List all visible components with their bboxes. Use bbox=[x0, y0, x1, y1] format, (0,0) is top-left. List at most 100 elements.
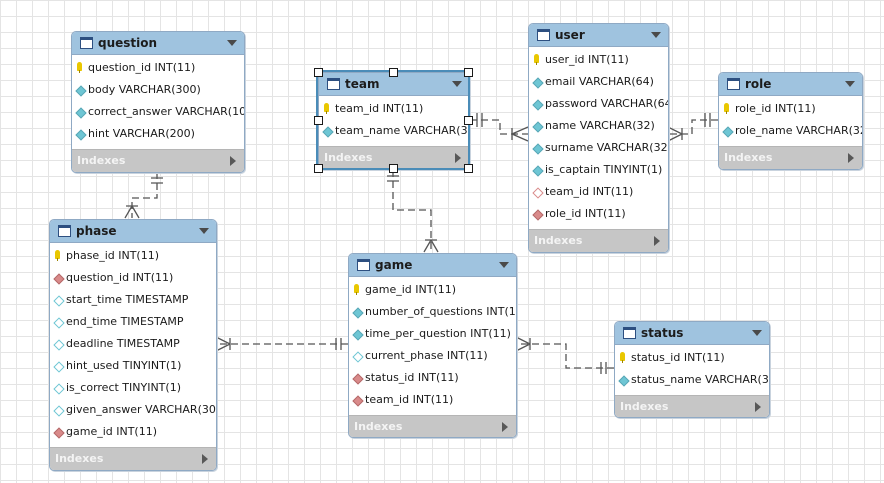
column-row[interactable]: hint_used TINYINT(1) bbox=[50, 355, 216, 377]
many-mark-game-phase bbox=[215, 336, 231, 352]
many-mark-team-game bbox=[423, 239, 439, 253]
column-row[interactable]: deadline TIMESTAMP bbox=[50, 333, 216, 355]
resize-handle[interactable] bbox=[464, 68, 473, 77]
resize-handle[interactable] bbox=[314, 68, 323, 77]
table-footer bbox=[72, 172, 244, 173]
table-header[interactable]: question bbox=[72, 32, 244, 55]
many-mark-status-game bbox=[515, 336, 531, 352]
column-row[interactable]: is_captain TINYINT(1) bbox=[529, 159, 668, 181]
table-game[interactable]: game game_id INT(11) number_of_questions… bbox=[348, 253, 517, 438]
rel-status-game[interactable] bbox=[516, 343, 614, 369]
column-row[interactable]: user_id INT(11) bbox=[529, 49, 668, 71]
column-row[interactable]: question_id INT(11) bbox=[72, 57, 244, 79]
column-nullable-icon bbox=[53, 383, 65, 395]
column-row[interactable]: phase_id INT(11) bbox=[50, 245, 216, 267]
column-row[interactable]: role_id INT(11) bbox=[719, 98, 862, 120]
chevron-down-icon[interactable] bbox=[199, 228, 209, 234]
column-row[interactable]: end_time TIMESTAMP bbox=[50, 311, 216, 333]
indexes-bar[interactable]: Indexes bbox=[72, 149, 244, 172]
table-icon bbox=[623, 327, 636, 339]
column-nullable-icon bbox=[53, 361, 65, 373]
chevron-right-icon[interactable] bbox=[202, 454, 208, 464]
table-header[interactable]: user bbox=[529, 24, 668, 47]
indexes-bar[interactable]: Indexes bbox=[529, 229, 668, 252]
table-footer bbox=[719, 169, 862, 170]
column-label: end_time TIMESTAMP bbox=[66, 315, 184, 328]
column-row[interactable]: hint VARCHAR(200) bbox=[72, 123, 244, 145]
table-question[interactable]: question question_id INT(11) body VARCHA… bbox=[71, 31, 245, 173]
chevron-right-icon[interactable] bbox=[654, 236, 660, 246]
resize-handle[interactable] bbox=[389, 68, 398, 77]
chevron-right-icon[interactable] bbox=[848, 153, 854, 163]
chevron-right-icon[interactable] bbox=[502, 422, 508, 432]
one-mark-status-game bbox=[600, 362, 607, 374]
column-row[interactable]: game_id INT(11) bbox=[349, 279, 516, 301]
column-row[interactable]: role_name VARCHAR(32) bbox=[719, 120, 862, 142]
column-row[interactable]: status_id INT(11) bbox=[349, 367, 516, 389]
indexes-bar[interactable]: Indexes bbox=[719, 146, 862, 169]
chevron-down-icon[interactable] bbox=[227, 40, 237, 46]
table-header[interactable]: team bbox=[319, 73, 469, 96]
column-row[interactable]: team_id INT(11) bbox=[349, 389, 516, 411]
column-row[interactable]: game_id INT(11) bbox=[50, 421, 216, 443]
rel-role-user[interactable] bbox=[668, 119, 718, 135]
column-row[interactable]: time_per_question INT(11) bbox=[349, 323, 516, 345]
chevron-down-icon[interactable] bbox=[452, 81, 462, 87]
column-row[interactable]: surname VARCHAR(32) bbox=[529, 137, 668, 159]
resize-handle[interactable] bbox=[464, 164, 473, 173]
resize-handle[interactable] bbox=[389, 164, 398, 173]
column-row[interactable]: role_id INT(11) bbox=[529, 203, 668, 225]
chevron-right-icon[interactable] bbox=[755, 402, 761, 412]
chevron-down-icon[interactable] bbox=[752, 330, 762, 336]
column-row[interactable]: team_id INT(11) bbox=[319, 98, 469, 120]
column-label: is_captain TINYINT(1) bbox=[545, 163, 663, 176]
chevron-down-icon[interactable] bbox=[651, 32, 661, 38]
indexes-bar[interactable]: Indexes bbox=[615, 395, 769, 417]
resize-handle[interactable] bbox=[314, 164, 323, 173]
column-row[interactable]: start_time TIMESTAMP bbox=[50, 289, 216, 311]
column-row[interactable]: given_answer VARCHAR(300) bbox=[50, 399, 216, 421]
chevron-right-icon[interactable] bbox=[230, 156, 236, 166]
column-label: email VARCHAR(64) bbox=[545, 75, 654, 88]
column-row[interactable]: status_id INT(11) bbox=[615, 347, 769, 369]
chevron-right-icon[interactable] bbox=[455, 153, 461, 163]
table-icon bbox=[58, 225, 71, 237]
resize-handle[interactable] bbox=[464, 116, 473, 125]
table-header[interactable]: game bbox=[349, 254, 516, 277]
column-row[interactable]: team_name VARCHAR(32) bbox=[319, 120, 469, 142]
rel-question-phase[interactable] bbox=[131, 172, 158, 218]
table-header[interactable]: phase bbox=[50, 220, 216, 243]
column-label: hint VARCHAR(200) bbox=[88, 127, 195, 140]
resize-handle[interactable] bbox=[314, 116, 323, 125]
indexes-bar[interactable]: Indexes bbox=[50, 447, 216, 470]
indexes-bar[interactable]: Indexes bbox=[319, 146, 469, 169]
column-label: role_id INT(11) bbox=[545, 207, 626, 220]
column-row[interactable]: email VARCHAR(64) bbox=[529, 71, 668, 93]
column-row[interactable]: password VARCHAR(64) bbox=[529, 93, 668, 115]
table-status[interactable]: status status_id INT(11) status_name VAR… bbox=[614, 321, 770, 418]
chevron-down-icon[interactable] bbox=[845, 81, 855, 87]
foreign-key-nullable-icon bbox=[532, 187, 544, 199]
column-not-null-icon bbox=[722, 126, 734, 138]
table-team[interactable]: team team_id INT(11) team_name VARCHAR(3… bbox=[318, 72, 470, 170]
table-role[interactable]: role role_id INT(11) role_name VARCHAR(3… bbox=[718, 72, 863, 170]
column-not-null-icon bbox=[322, 126, 334, 138]
table-user[interactable]: user user_id INT(11) email VARCHAR(64) p… bbox=[528, 23, 669, 253]
rel-team-user[interactable] bbox=[470, 119, 528, 135]
column-row[interactable]: current_phase INT(11) bbox=[349, 345, 516, 367]
column-row[interactable]: number_of_questions INT(11) bbox=[349, 301, 516, 323]
column-row[interactable]: is_correct TINYINT(1) bbox=[50, 377, 216, 399]
table-phase[interactable]: phase phase_id INT(11) question_id INT(1… bbox=[49, 219, 217, 471]
column-row[interactable]: name VARCHAR(32) bbox=[529, 115, 668, 137]
column-row[interactable]: status_name VARCHAR(32) bbox=[615, 369, 769, 391]
column-row[interactable]: question_id INT(11) bbox=[50, 267, 216, 289]
chevron-down-icon[interactable] bbox=[499, 262, 509, 268]
table-header[interactable]: role bbox=[719, 73, 862, 96]
column-row[interactable]: body VARCHAR(300) bbox=[72, 79, 244, 101]
indexes-bar[interactable]: Indexes bbox=[349, 415, 516, 437]
table-header[interactable]: status bbox=[615, 322, 769, 345]
rel-team-game[interactable] bbox=[392, 170, 432, 252]
column-row[interactable]: correct_answer VARCHAR(100) bbox=[72, 101, 244, 123]
column-row[interactable]: team_id INT(11) bbox=[529, 181, 668, 203]
